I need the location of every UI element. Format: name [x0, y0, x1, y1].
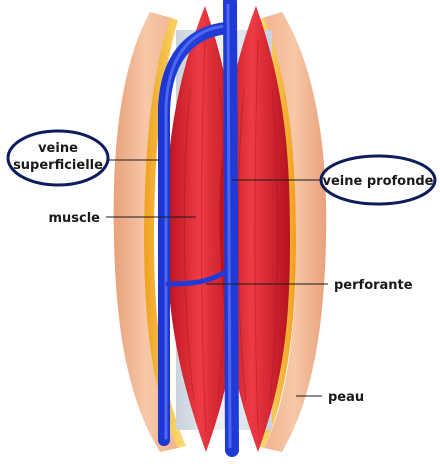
superficial-vein-callout	[6, 129, 110, 187]
perforating-label: perforante	[334, 278, 413, 293]
skin-label: peau	[328, 390, 364, 405]
superficial-vein-label-line2: superficielle	[13, 158, 103, 173]
muscle-label: muscle	[48, 211, 100, 226]
superficial-vein-label-line1: veine	[38, 141, 78, 156]
muscle-left	[165, 6, 240, 452]
skin-right	[262, 12, 327, 452]
deep-vein-label: veine profonde	[323, 174, 434, 189]
fat-left	[144, 18, 186, 448]
deep-vein-callout	[319, 154, 437, 206]
perforating-vein	[165, 267, 231, 287]
fat-right	[256, 18, 296, 448]
deep-vein	[223, 0, 239, 457]
skin-left	[113, 12, 178, 452]
